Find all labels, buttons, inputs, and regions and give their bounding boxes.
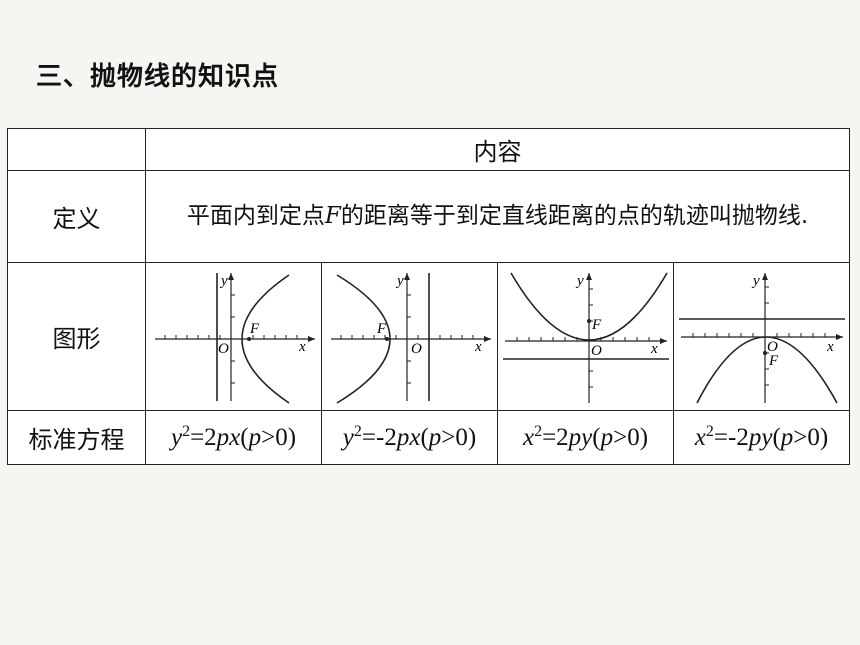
- equation-3: x2=2py(p>0): [522, 423, 649, 451]
- focus-point: [384, 336, 389, 341]
- figure-cell-opens-right: F O x y: [145, 262, 322, 411]
- focus-label: F: [249, 321, 260, 337]
- header-corner-cell: [7, 128, 146, 171]
- parabola-opens-up-graph: F O x y: [502, 272, 669, 403]
- y-axis-label: y: [219, 273, 228, 289]
- y-axis-label: y: [751, 273, 760, 289]
- equation-row: 标准方程 y2=2px(p>0) y2=-2px(p>0) x2=2py(p>0…: [7, 410, 850, 465]
- y-axis-label: y: [575, 273, 584, 289]
- equation-4: x2=-2py(p>0): [694, 423, 829, 451]
- x-axis-label: x: [474, 339, 482, 355]
- x-axis-arrow: [483, 335, 491, 342]
- equation-cell-4: x2=-2py(p>0): [673, 410, 850, 465]
- focus-label: F: [376, 321, 387, 337]
- parabola-opens-right-graph: F O x y: [154, 272, 315, 404]
- origin-label: O: [411, 341, 422, 357]
- definition-cell: 平面内到定点F的距离等于到定直线距离的点的轨迹叫抛物线.: [145, 170, 850, 263]
- origin-label: O: [218, 341, 229, 357]
- definition-label: 定义: [7, 170, 146, 263]
- definition-text: 平面内到定点F的距离等于到定直线距离的点的轨迹叫抛物线.: [146, 199, 849, 234]
- parabola-curve: [336, 273, 391, 404]
- focus-point: [246, 336, 251, 341]
- y-ticks: [406, 294, 411, 383]
- equation-cell-1: y2=2px(p>0): [145, 410, 322, 465]
- table-header-row: 内容: [7, 128, 850, 171]
- header-content-cell: 内容: [145, 128, 850, 171]
- y-ticks: [230, 294, 235, 383]
- y-axis-arrow: [761, 272, 768, 280]
- parabola-opens-down-graph: F O x y: [678, 272, 845, 403]
- y-axis-label: y: [395, 273, 404, 289]
- origin-label: O: [767, 339, 778, 355]
- parabola-curve: [240, 273, 289, 404]
- equation-label: 标准方程: [7, 410, 146, 465]
- figure-row: 图形 F O x y: [7, 262, 850, 411]
- x-axis-arrow: [307, 335, 315, 342]
- origin-label: O: [591, 343, 602, 359]
- parabola-curve: [695, 335, 838, 403]
- equation-cell-3: x2=2py(p>0): [497, 410, 674, 465]
- definition-text-part2: 的距离等于到定直线距离的点的轨迹叫抛物线.: [340, 203, 809, 229]
- parabola-knowledge-table: 内容 定义 平面内到定点F的距离等于到定直线距离的点的轨迹叫抛物线. 图形: [7, 128, 850, 465]
- figure-cell-opens-left: F O x y: [321, 262, 498, 411]
- figure-label: 图形: [7, 262, 146, 411]
- x-ticks: [164, 334, 297, 339]
- figure-cell-opens-up: F O x y: [497, 262, 674, 411]
- definition-text-part1: 平面内到定点: [186, 203, 325, 229]
- x-axis-label: x: [650, 341, 658, 357]
- x-axis-label: x: [826, 339, 834, 355]
- parabola-curve: [509, 272, 668, 341]
- focus-point: [762, 350, 767, 355]
- equation-1: y2=2px(p>0): [170, 423, 297, 451]
- y-axis-arrow: [227, 272, 234, 280]
- x-axis-arrow: [835, 333, 843, 340]
- focus-label: F: [591, 317, 602, 333]
- figure-cell-opens-down: F O x y: [673, 262, 850, 411]
- focus-point: [586, 318, 591, 323]
- y-axis-arrow: [585, 272, 592, 280]
- y-axis-arrow: [403, 272, 410, 280]
- focus-label: F: [768, 353, 779, 369]
- x-axis-arrow: [659, 337, 667, 344]
- section-heading: 三、抛物线的知识点: [36, 62, 280, 92]
- equation-2: y2=-2px(p>0): [342, 423, 477, 451]
- x-axis-label: x: [298, 339, 306, 355]
- definition-row: 定义 平面内到定点F的距离等于到定直线距离的点的轨迹叫抛物线.: [7, 170, 850, 263]
- equation-cell-2: y2=-2px(p>0): [321, 410, 498, 465]
- x-ticks: [692, 332, 825, 337]
- definition-focus-letter: F: [324, 203, 341, 229]
- parabola-opens-left-graph: F O x y: [330, 272, 491, 404]
